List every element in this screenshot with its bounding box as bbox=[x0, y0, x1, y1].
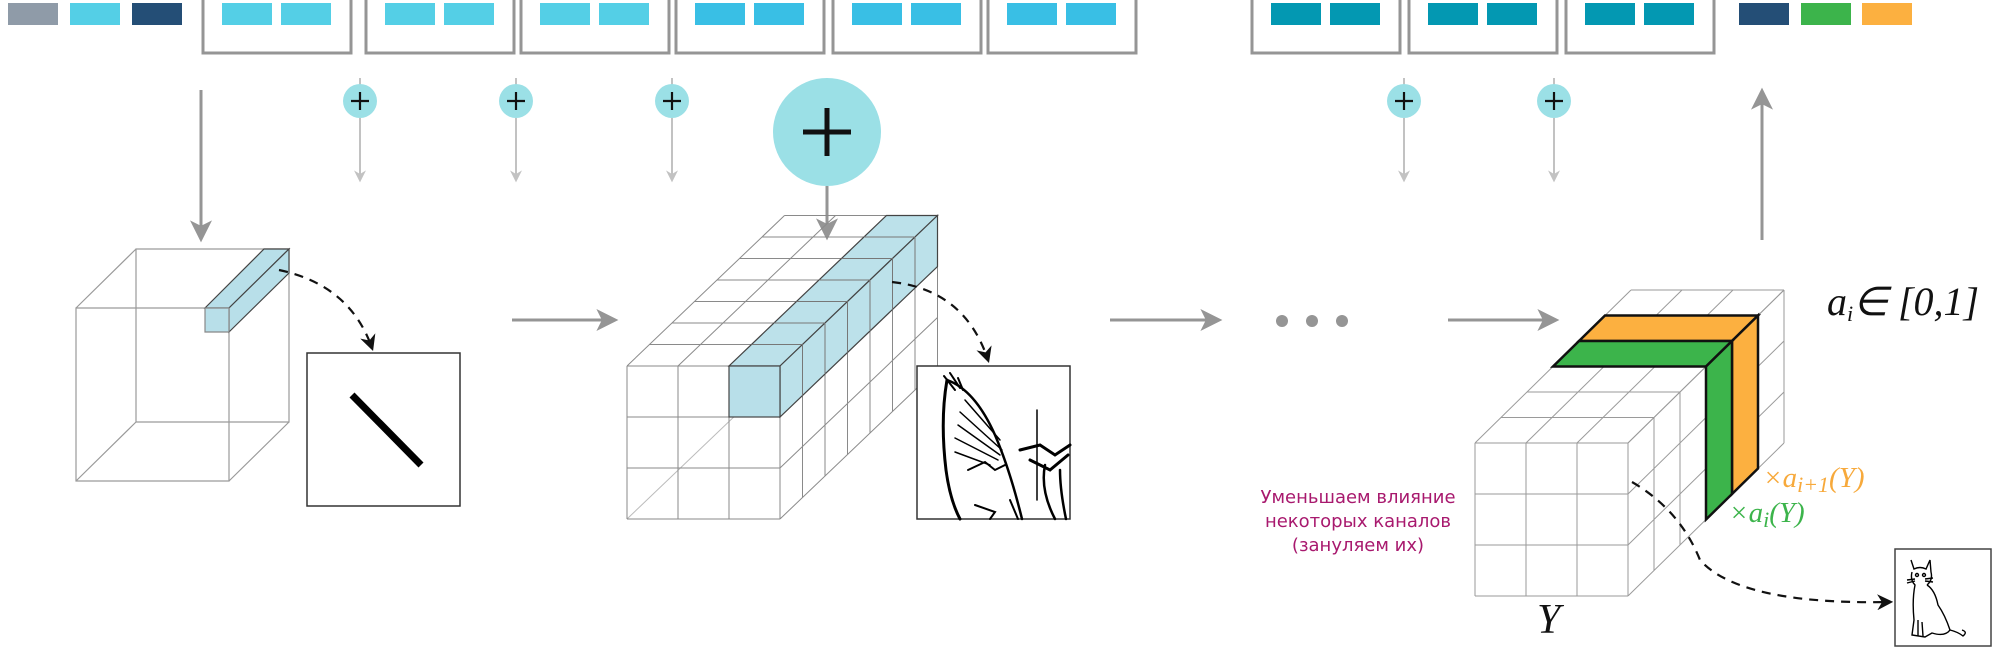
token bbox=[852, 3, 902, 25]
label-prefix: ×a bbox=[1729, 497, 1763, 529]
token bbox=[1271, 3, 1321, 25]
token bbox=[444, 3, 494, 25]
ellipsis bbox=[1276, 315, 1348, 327]
add-node-0 bbox=[343, 78, 377, 180]
light-token-group-4 bbox=[833, 0, 981, 53]
caption-line-2: некоторых каналов bbox=[1248, 510, 1468, 534]
feature-cube-3 bbox=[1475, 290, 1784, 596]
token bbox=[385, 3, 435, 25]
green-channel-weight-label: ×ai(Y) bbox=[1729, 497, 1805, 533]
token bbox=[754, 3, 804, 25]
light-token-group-2 bbox=[521, 0, 669, 53]
residual-add-nodes bbox=[343, 78, 1571, 180]
green-channel-top bbox=[1553, 341, 1732, 367]
formula-base: a bbox=[1827, 279, 1847, 324]
token-cyan bbox=[70, 3, 120, 25]
orange-channel-weight-label: ×ai+1(Y) bbox=[1763, 462, 1865, 498]
token bbox=[281, 3, 331, 25]
dark-token-group-0 bbox=[1252, 0, 1400, 53]
dashed-arrow-1 bbox=[279, 270, 372, 348]
token bbox=[1487, 3, 1537, 25]
feature-cube-2 bbox=[627, 216, 938, 520]
highlighted-channel-column-1 bbox=[205, 249, 289, 332]
attention-range-formula: ai∈ [0,1] bbox=[1827, 278, 1979, 327]
label-suffix: (Y) bbox=[1769, 497, 1804, 529]
green-channel-side bbox=[1706, 341, 1732, 520]
add-node-2 bbox=[655, 78, 689, 180]
highlight-front bbox=[729, 366, 780, 417]
add-node-3 bbox=[1387, 78, 1421, 180]
token bbox=[695, 3, 745, 25]
token-green bbox=[1801, 3, 1851, 25]
token bbox=[540, 3, 590, 25]
token-gray bbox=[8, 3, 58, 25]
token bbox=[1007, 3, 1057, 25]
token bbox=[1644, 3, 1694, 25]
add-node-1 bbox=[499, 78, 533, 180]
channel-suppression-caption: Уменьшаем влияние некоторых каналов (зан… bbox=[1248, 486, 1468, 558]
token bbox=[222, 3, 272, 25]
cat-ear-feature-box bbox=[917, 366, 1070, 519]
caption-line-3: (зануляем их) bbox=[1248, 534, 1468, 558]
token bbox=[599, 3, 649, 25]
token bbox=[1428, 3, 1478, 25]
dark-token-group-1 bbox=[1409, 0, 1557, 53]
token-orange bbox=[1862, 3, 1912, 25]
formula-rest: ∈ [0,1] bbox=[1853, 279, 1979, 324]
token bbox=[1330, 3, 1380, 25]
token-navy bbox=[132, 3, 182, 25]
caption-line-1: Уменьшаем влияние bbox=[1248, 486, 1468, 510]
token-navy bbox=[1739, 3, 1789, 25]
label-prefix: ×a bbox=[1763, 462, 1797, 494]
light-token-group-1 bbox=[366, 0, 514, 53]
light-token-group-3 bbox=[676, 0, 824, 53]
token bbox=[911, 3, 961, 25]
label-subscript: i+1 bbox=[1797, 472, 1829, 497]
token-sequence-row bbox=[8, 0, 1912, 53]
label-suffix: (Y) bbox=[1829, 462, 1864, 494]
cat-full-feature-box bbox=[1895, 549, 1991, 646]
big-add-node bbox=[773, 78, 881, 236]
token bbox=[1585, 3, 1635, 25]
diagonal-line-feature-box bbox=[307, 353, 460, 506]
orange-channel-side bbox=[1732, 316, 1758, 495]
y-tensor-label: Y bbox=[1537, 596, 1560, 644]
add-node-4 bbox=[1537, 78, 1571, 180]
light-token-group-5 bbox=[988, 0, 1136, 53]
dark-token-group-2 bbox=[1566, 0, 1714, 53]
orange-channel-top bbox=[1579, 316, 1758, 342]
light-token-group-0 bbox=[203, 0, 351, 53]
token bbox=[1066, 3, 1116, 25]
